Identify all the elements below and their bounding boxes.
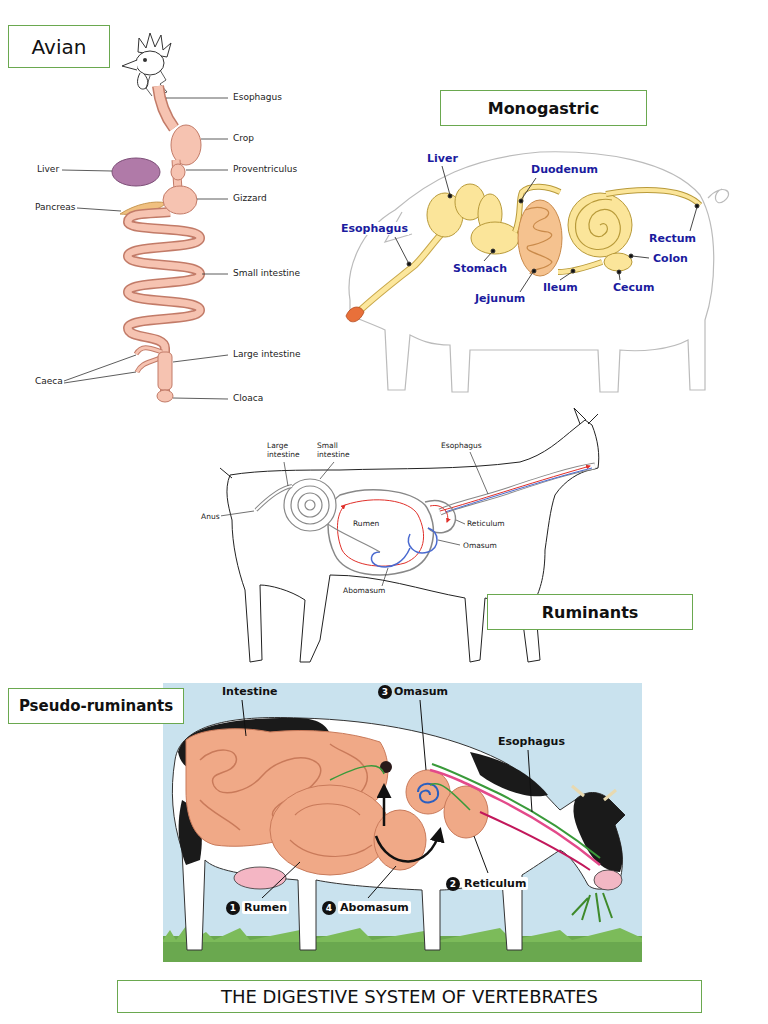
part-label: Rectum [648, 232, 697, 245]
leader-lines [242, 700, 532, 898]
part-label: Large intestine [266, 441, 310, 459]
part-label: Proventriculus [232, 164, 298, 175]
callout-number: 4 [322, 901, 336, 915]
part-label: Liver [36, 164, 60, 175]
part-label: Esophagus [232, 92, 283, 103]
part-label: Jejunum [474, 292, 526, 305]
part-label: Rumen [242, 901, 289, 914]
part-label: Large intestine [232, 349, 301, 360]
part-label: Anus [200, 512, 221, 521]
pig-illustration [346, 152, 729, 392]
leader-lines [220, 452, 488, 586]
part-label: Crop [232, 133, 255, 144]
callout-number: 2 [446, 877, 460, 891]
heading-text: Monogastric [488, 99, 600, 118]
part-label: Duodenum [530, 163, 599, 176]
leader-lines [62, 98, 228, 399]
title-box: THE DIGESTIVE SYSTEM OF VERTEBRATES [117, 980, 702, 1013]
part-label: Gizzard [232, 193, 268, 204]
part-label: Abomasum [342, 586, 386, 595]
title-text: THE DIGESTIVE SYSTEM OF VERTEBRATES [221, 986, 598, 1007]
part-label: Cecum [612, 281, 655, 294]
panel-heading-box: Pseudo-ruminants [8, 688, 184, 724]
panel-heading-box: Avian [8, 25, 110, 68]
part-label: Small intestine [316, 441, 360, 459]
part-label: Esophagus [340, 222, 409, 235]
cow-illustration [163, 683, 642, 962]
part-label: Esophagus [440, 441, 483, 450]
part-label: Ileum [542, 281, 579, 294]
callout-number: 1 [226, 901, 240, 915]
part-label: Pancreas [34, 202, 76, 213]
panel-heading-box: Ruminants [487, 594, 693, 630]
part-label: Abomasum [338, 901, 411, 914]
part-label: Omasum [462, 541, 498, 550]
part-label: Liver [426, 152, 459, 165]
part-label: Omasum [394, 685, 448, 698]
part-label: Stomach [452, 262, 508, 275]
panel-heading-box: Monogastric [440, 90, 647, 126]
leader-lines [395, 166, 699, 292]
part-label: Reticulum [462, 877, 528, 890]
part-label: Reticulum [466, 519, 506, 528]
part-label: Colon [652, 252, 689, 265]
part-label: Caeca [34, 376, 64, 387]
bird-illustration [112, 33, 201, 402]
heading-text: Ruminants [542, 603, 639, 622]
part-label: Cloaca [232, 393, 264, 404]
heading-text: Pseudo-ruminants [19, 697, 173, 715]
part-label: Esophagus [498, 735, 565, 748]
part-label: Rumen [352, 519, 380, 528]
part-label: Intestine [222, 685, 278, 698]
callout-number: 3 [378, 685, 392, 699]
part-label: Small intestine [232, 268, 301, 279]
heading-text: Avian [32, 35, 87, 59]
